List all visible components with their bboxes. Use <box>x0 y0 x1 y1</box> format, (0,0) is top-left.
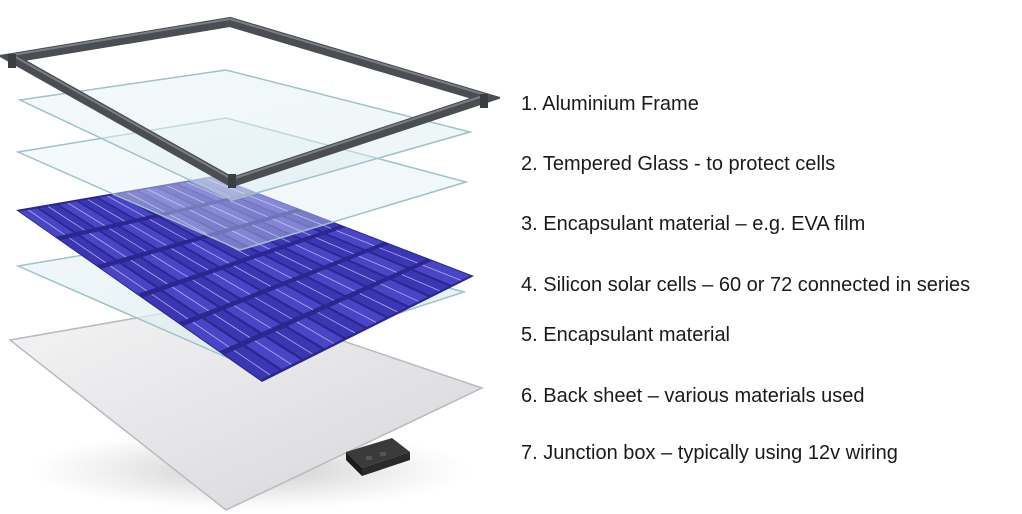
label-encapsulant-lower: 5. Encapsulant material <box>521 324 731 346</box>
cell-busbar <box>315 237 354 255</box>
cell-busbar <box>422 264 461 281</box>
cell-busbar <box>401 274 440 292</box>
cell-busbar <box>130 259 168 285</box>
cell-busbar <box>213 272 251 295</box>
cell-busbar <box>109 228 147 252</box>
tempered-glass <box>17 69 473 201</box>
label-encapsulant-upper: 3. Encapsulant material – e.g. EVA film <box>521 213 866 235</box>
cell-busbar <box>295 244 334 263</box>
cell-busbar <box>274 251 313 271</box>
cell-busbar <box>233 349 271 376</box>
cell-busbar <box>358 255 397 273</box>
label-back-sheet: 6. Back sheet – various materials used <box>521 385 865 407</box>
label-tempered-glass: 2. Tempered Glass - to protect cells <box>521 153 836 175</box>
cell-busbar <box>379 247 418 264</box>
cell-busbar <box>336 230 375 247</box>
cell-busbar <box>296 321 334 344</box>
cell-busbar <box>107 195 145 217</box>
solar-panel-exploded-view <box>0 16 500 511</box>
cell-busbar <box>150 254 188 278</box>
cell-busbar <box>171 248 209 271</box>
junction-box <box>346 438 410 476</box>
cell-busbar <box>234 305 272 329</box>
cell-busbar <box>47 206 85 231</box>
cell-busbar <box>296 280 334 301</box>
cell-busbar <box>254 340 292 365</box>
cell-busbar <box>151 293 189 320</box>
label-silicon-cells: 4. Silicon solar cells – 60 or 72 connec… <box>521 274 971 296</box>
cell-busbar <box>192 321 230 348</box>
cell-busbar <box>337 263 376 283</box>
cell-busbar <box>213 313 251 338</box>
cell-busbar <box>110 265 148 292</box>
cell-busbar <box>149 219 187 241</box>
cell-busbar <box>69 237 106 264</box>
cell-busbar <box>317 272 355 292</box>
label-junction-box: 7. Junction box – typically using 12v wi… <box>521 442 898 464</box>
cell-busbar <box>380 283 419 302</box>
cell-busbar <box>359 293 398 313</box>
cell-busbar <box>275 331 313 355</box>
cell-busbar <box>89 233 127 258</box>
cell-busbar <box>172 286 209 312</box>
cell-busbar <box>191 242 229 264</box>
label-aluminium-frame: 1. Aluminium Frame <box>521 93 699 115</box>
cell-busbar <box>275 288 314 310</box>
cell-busbar <box>67 202 105 226</box>
cell-busbar <box>317 312 356 334</box>
cell-busbar <box>338 302 377 323</box>
cell-busbar <box>192 279 230 303</box>
cell-busbar <box>233 265 271 287</box>
cell-busbar <box>28 209 65 236</box>
cell-busbar <box>254 297 293 320</box>
cell-busbar <box>254 258 292 279</box>
cell-busbar <box>129 223 167 246</box>
aluminium-frame <box>0 16 500 188</box>
cell-busbar <box>87 199 125 222</box>
